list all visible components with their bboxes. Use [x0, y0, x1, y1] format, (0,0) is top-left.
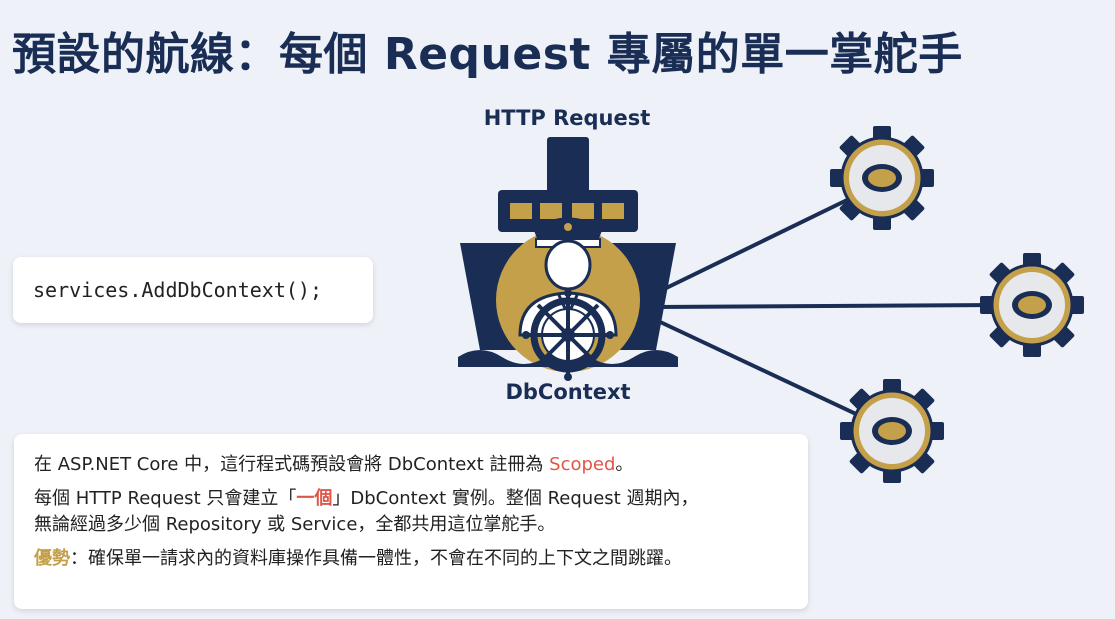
info-line-1: 在 ASP.NET Core 中，這行程式碼預設會將 DbContext 註冊為… — [34, 452, 788, 478]
connector-line-bottom — [655, 318, 891, 432]
info-line-1-suffix: 。 — [615, 454, 634, 475]
info-line-2-text: 每個 HTTP Request 只會建立「 — [34, 488, 297, 509]
ship-diagram — [458, 126, 1084, 483]
scoped-highlight: Scoped — [549, 454, 616, 475]
gear-icon-middle — [980, 253, 1084, 357]
info-line-1-text: 在 ASP.NET Core 中，這行程式碼預設會將 DbContext 註冊為 — [34, 454, 550, 475]
advantage-label: 優勢 — [34, 548, 70, 569]
connector-line-middle — [655, 303, 1001, 309]
one-highlight: 一個 — [296, 488, 333, 509]
gear-icon-top — [830, 126, 934, 230]
info-line-2-suffix: 」DbContext 實例。整個 Request 週期內， — [332, 488, 699, 509]
info-line-4: 優勢：確保單一請求內的資料庫操作具備一體性，不會在不同的上下文之間跳躍。 — [34, 546, 788, 572]
info-line-2: 每個 HTTP Request 只會建立「一個」DbContext 實例。整個 … — [34, 486, 788, 512]
connector-line-top — [655, 181, 883, 295]
advantage-text: ：確保單一請求內的資料庫操作具備一體性，不會在不同的上下文之間跳躍。 — [70, 548, 682, 569]
http-request-label: HTTP Request — [483, 106, 651, 130]
page-title: 預設的航線：每個 Request 專屬的單一掌舵手 — [12, 29, 963, 80]
info-line-3: 無論經過多少個 Repository 或 Service，全都共用這位掌舵手。 — [34, 514, 556, 535]
explanation-box: 在 ASP.NET Core 中，這行程式碼預設會將 DbContext 註冊為… — [14, 434, 808, 609]
code-snippet: services.AddDbContext(); — [13, 257, 373, 323]
code-text: services.AddDbContext(); — [33, 278, 322, 302]
helm-wheel-icon — [522, 289, 614, 381]
dbcontext-label: DbContext — [505, 380, 631, 404]
gear-icon-bottom — [840, 379, 944, 483]
